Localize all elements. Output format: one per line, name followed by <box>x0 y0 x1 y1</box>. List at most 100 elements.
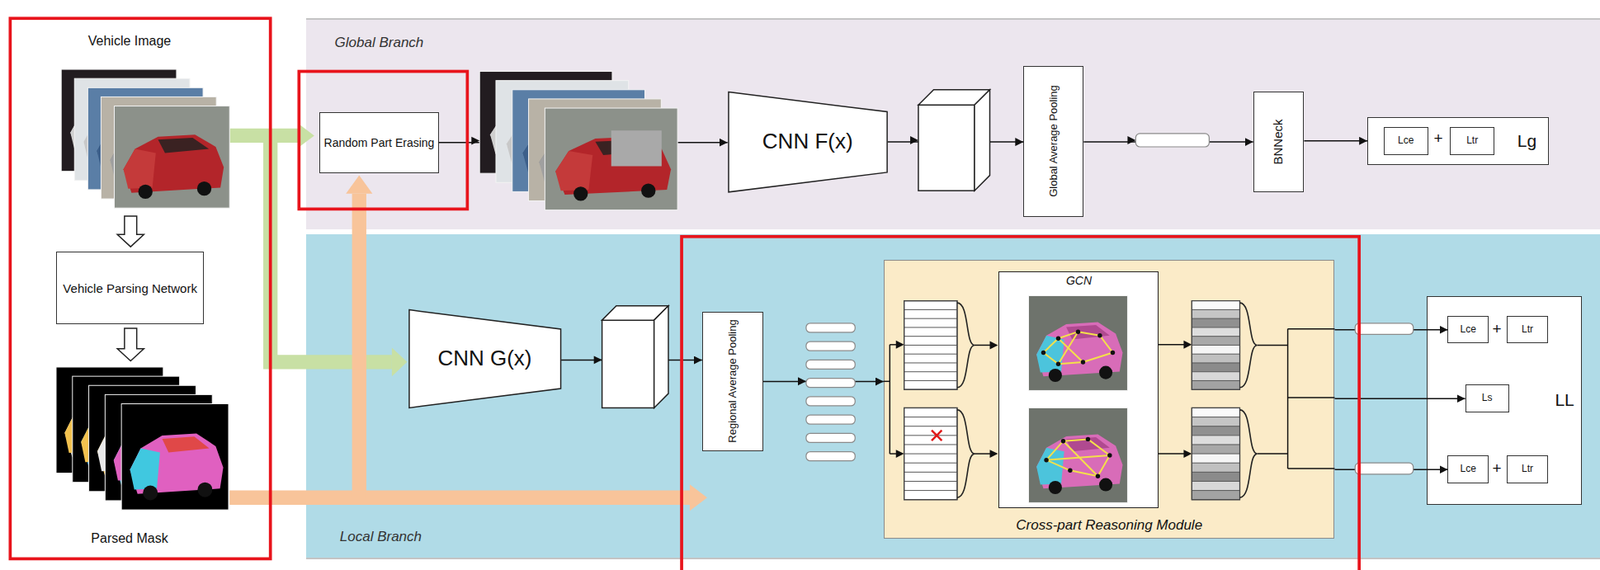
part-feature-stack <box>1191 453 1240 455</box>
part-feature-stack <box>904 416 958 418</box>
part-feature-stack <box>904 471 958 473</box>
flow-connector <box>1303 140 1368 142</box>
reasoning-flow <box>1257 453 1289 454</box>
part-graph-image <box>1028 295 1129 391</box>
reasoning-flow <box>1257 344 1289 346</box>
part-graph-image <box>1062 438 1088 441</box>
part-feature-stack <box>1191 301 1240 391</box>
erased-image-stack <box>641 184 656 199</box>
data-flow-arrow <box>345 175 373 194</box>
bnneck-box: BNNeck <box>1253 91 1305 193</box>
feature-vector <box>1135 133 1209 147</box>
part-feature-stack <box>1191 425 1240 427</box>
part-graph-image <box>1043 338 1058 353</box>
part-feature-stack <box>904 318 958 320</box>
feature-vector <box>806 378 855 388</box>
part-graph-image <box>1057 331 1078 364</box>
image-caption: Parsed Mask <box>90 531 168 547</box>
part-feature-stack <box>904 443 958 445</box>
bracket <box>1239 302 1257 388</box>
part-graph-image <box>1076 329 1081 334</box>
node-text: Lce <box>1460 324 1477 336</box>
part-feature-stack <box>1191 417 1240 427</box>
erased-image-stack <box>573 186 588 201</box>
vehicle-image-stack <box>114 106 231 209</box>
trapezoid-outline <box>409 309 562 408</box>
part-feature-stack <box>1191 362 1240 364</box>
pooling-box: Regional Average Pooling <box>702 311 764 451</box>
process-box: Random Part Erasing <box>319 112 439 174</box>
part-feature-stack <box>904 462 958 464</box>
node-text: CNN F(x) <box>762 129 854 155</box>
part-graph-image <box>1099 335 1114 354</box>
reasoning-flow <box>990 449 999 458</box>
bracket <box>1239 410 1257 498</box>
part-feature-stack <box>904 353 958 355</box>
loss-term-box: Lce <box>1447 455 1489 483</box>
part-feature-stack <box>1191 336 1240 346</box>
part-feature-stack <box>904 344 958 346</box>
node-text: Cross-part Reasoning Module <box>884 517 1335 534</box>
feature-map-cube <box>974 89 991 191</box>
loss-box: LLLceLtrLsLceLtr <box>1426 296 1582 506</box>
feature-map-cube <box>602 89 991 409</box>
node-text: Vehicle Parsing Network <box>62 281 198 296</box>
highlight-box <box>298 71 468 210</box>
part-graph-image <box>1057 362 1083 364</box>
part-feature-stack <box>1191 301 1240 391</box>
highlight-box <box>681 236 1360 570</box>
loss-box: LgLceLtr <box>1367 117 1549 166</box>
part-graph-image <box>1067 468 1072 473</box>
reasoning-flow <box>1288 467 1336 469</box>
part-graph-image <box>1048 481 1062 495</box>
node-text: Ltr <box>1466 135 1478 147</box>
part-feature-stack <box>1191 353 1240 355</box>
part-graph-image <box>1041 350 1046 355</box>
data-flow-arrow <box>270 135 392 362</box>
parsed-mask-stack <box>161 436 209 453</box>
arrow-head <box>594 355 603 364</box>
vehicle-image-stack <box>197 181 212 196</box>
plus-sign: + <box>1433 129 1443 148</box>
parsed-mask-stack <box>130 448 161 491</box>
node-text: BNNeck <box>1271 96 1286 188</box>
part-graph-image <box>1099 478 1113 492</box>
bracket <box>957 302 975 388</box>
feature-vector <box>806 341 855 351</box>
part-feature-stack <box>1191 471 1240 473</box>
part-feature-stack <box>1191 416 1240 418</box>
plus-sign: + <box>1492 320 1502 339</box>
part-graph-image <box>1043 457 1048 463</box>
erased-part-mark <box>931 430 942 441</box>
part-feature-stack <box>1191 318 1240 328</box>
part-feature-stack <box>904 301 958 391</box>
part-feature-stack <box>904 301 1241 501</box>
part-graph-image <box>1043 352 1058 364</box>
vehicle-image-stack <box>158 137 210 154</box>
loss-term-box: Ltr <box>1506 316 1549 344</box>
node-text: Ltr <box>1521 463 1534 476</box>
arrow-head <box>1127 136 1136 145</box>
part-feature-stack <box>904 434 958 436</box>
part-feature-stack <box>904 453 958 455</box>
part-graph-image <box>1077 331 1100 336</box>
part-graph-image <box>1046 460 1071 472</box>
feature-vector <box>1354 323 1413 336</box>
part-feature-stack <box>904 362 958 364</box>
part-graph-image <box>1028 295 1129 503</box>
image-caption: Vehicle Image <box>88 33 172 48</box>
node-text: Ltr <box>1521 324 1534 336</box>
part-feature-stack <box>1191 426 1240 436</box>
part-feature-stack <box>1191 363 1240 373</box>
node-text: LL <box>1554 390 1574 411</box>
data-flow-arrow <box>229 490 690 506</box>
part-feature-stack <box>1191 453 1240 463</box>
part-graph-image <box>1082 352 1113 362</box>
trapezoid-outline <box>728 92 888 193</box>
data-flow-arrow <box>352 193 367 498</box>
parsed-mask-stack <box>142 485 158 501</box>
part-feature-stack <box>904 335 958 337</box>
flow-arrow <box>117 216 144 362</box>
node-text: Lg <box>1517 131 1537 152</box>
plus-sign: + <box>1492 459 1502 478</box>
